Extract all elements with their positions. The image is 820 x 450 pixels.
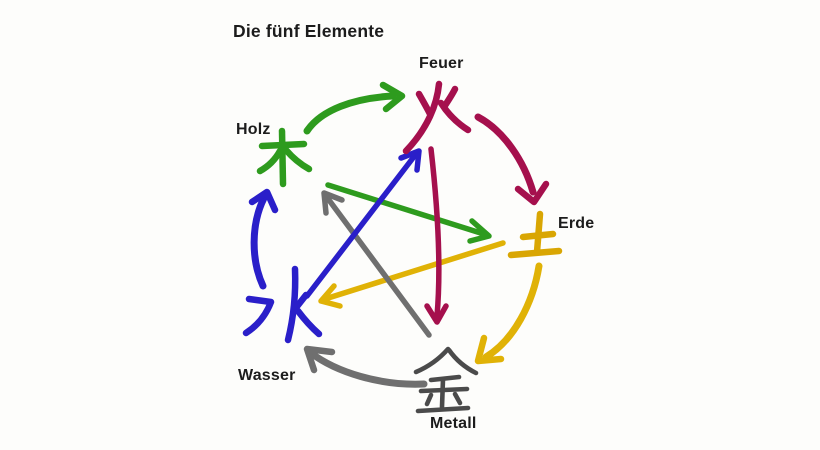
arrow-metall-to-wasser [303,345,428,388]
page-title: Die fünf Elemente [233,21,385,41]
arrow-feuer-to-erde [474,113,550,206]
arrow-wasser-to-holz [248,188,279,290]
label-feuer: Feuer [419,55,464,72]
character-holz-wood [256,127,313,188]
arrow-holz-to-feuer [303,81,406,135]
label-holz: Holz [236,121,271,138]
arrow-erde-to-wasser [318,240,506,309]
label-wasser: Wasser [238,367,296,384]
label-metall: Metall [430,415,477,432]
character-metall-metal [413,346,479,414]
arrow-erde-to-metall [474,262,543,365]
arrow-metall-to-holz [321,190,432,338]
arrow-wasser-to-feuer [304,148,422,299]
arrow-feuer-to-metall [424,146,449,325]
character-wasser-water [242,265,323,344]
label-erde: Erde [558,215,595,232]
character-feuer-fire [402,80,472,155]
arrow-holz-to-erde [325,182,492,244]
character-erde-earth [507,210,563,259]
